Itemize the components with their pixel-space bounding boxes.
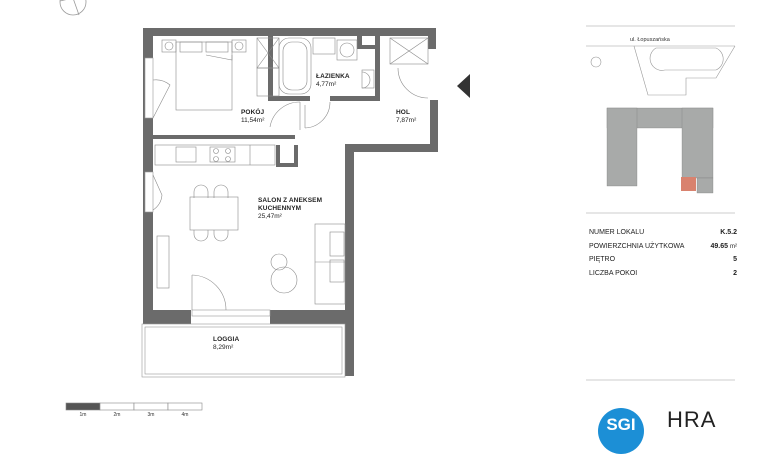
unit-info-table: NUMER LOKALU K.5.2 POWIERZCHNIA UŻYTKOWA…: [589, 226, 737, 280]
info-label: LICZBA POKOI: [589, 269, 638, 277]
location-map: [590, 45, 736, 194]
room-label-salon: SALON Z ANEKSEM KUCHENNYM 25,47m²: [258, 197, 322, 221]
scale-label: 2m: [113, 412, 121, 418]
scale-label: 3m: [147, 412, 155, 418]
floor-plan-drawing: [59, 0, 736, 411]
info-row-area: POWIERZCHNIA UŻYTKOWA 49.65 m²: [589, 240, 737, 254]
entrance-marker-icon: [457, 74, 470, 98]
highlighted-unit: [681, 177, 696, 191]
room-label-hol: HOL 7,87m²: [396, 109, 416, 125]
scale-bar: [65, 402, 203, 411]
street-name: ul. Łopuszańska: [630, 37, 670, 43]
windows: [144, 57, 271, 317]
info-unit: m²: [730, 243, 737, 250]
sgi-logo: SGI: [598, 408, 644, 454]
info-value: 49.65: [710, 242, 729, 250]
room-label-pokoj: POKÓJ 11,54m²: [241, 109, 264, 125]
info-value: 2: [733, 269, 737, 277]
room-name: SALON Z ANEKSEM: [258, 197, 323, 204]
panel-dividers: [586, 25, 735, 381]
info-value: K.5.2: [720, 229, 737, 237]
room-area: 8,29m²: [213, 344, 234, 351]
room-name-line2: KUCHENNYM: [258, 205, 302, 212]
room-area: 11,54m²: [241, 117, 265, 124]
room-label-lazienka: ŁAZIENKA 4,77m²: [316, 73, 350, 89]
compass-icon: [59, 0, 87, 16]
room-area: 25,47m²: [258, 213, 282, 220]
info-row-unit-number: NUMER LOKALU K.5.2: [589, 226, 737, 240]
scale-label: 4m: [181, 412, 189, 418]
info-value: 5: [733, 256, 737, 264]
info-label: PIĘTRO: [589, 256, 616, 264]
info-row-floor: PIĘTRO 5: [589, 253, 737, 267]
room-name: HOL: [396, 109, 411, 116]
info-label: POWIERZCHNIA UŻYTKOWA: [589, 242, 685, 250]
room-label-loggia: LOGGIA 8,29m²: [213, 336, 239, 352]
room-name: ŁAZIENKA: [316, 73, 350, 80]
hra-logo: HRA: [667, 407, 717, 432]
scale-label: 1m: [79, 412, 87, 418]
walls: [143, 28, 438, 376]
info-label: NUMER LOKALU: [589, 229, 645, 237]
info-row-rooms: LICZBA POKOI 2: [589, 267, 737, 281]
room-area: 7,87m²: [396, 117, 417, 124]
room-name: LOGGIA: [213, 336, 240, 343]
loggia: [141, 323, 346, 378]
furniture: [152, 37, 429, 311]
room-area: 4,77m²: [316, 81, 337, 88]
room-name: POKÓJ: [241, 109, 265, 116]
